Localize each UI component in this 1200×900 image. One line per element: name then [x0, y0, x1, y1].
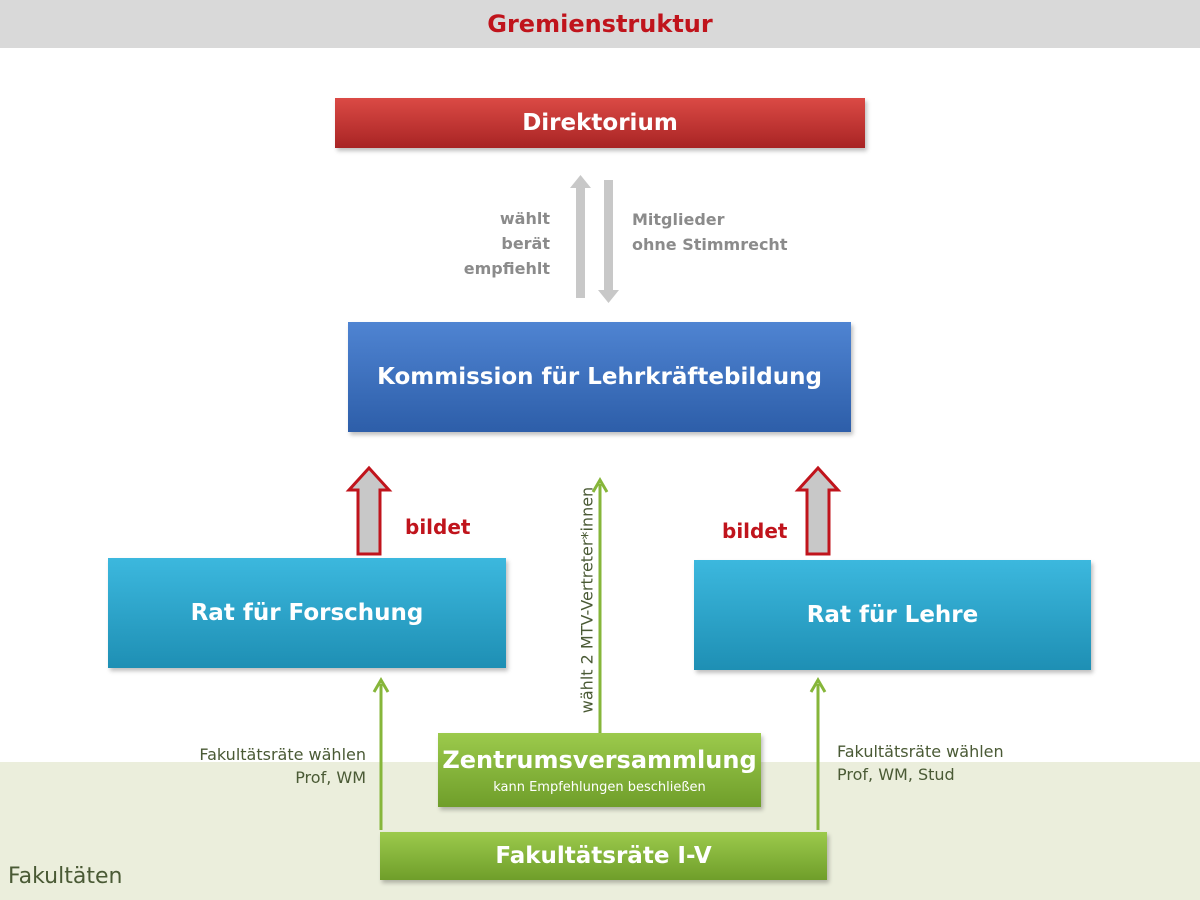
- label-mitglieder: Mitglieder: [632, 210, 725, 229]
- green-arrow-center: [591, 477, 609, 733]
- gray-down-arrow: [598, 180, 619, 303]
- label-empfiehlt: empfiehlt: [463, 259, 550, 278]
- vertical-mtv-label: wählt 2 MTV-Vertreter*innen: [577, 480, 597, 720]
- rat-forschung-box: Rat für Forschung: [108, 558, 506, 668]
- header-bar: Gremienstruktur: [0, 0, 1200, 48]
- fr-right-line2: Prof, WM, Stud: [837, 765, 955, 784]
- green-arrow-left: [372, 677, 390, 830]
- gray-up-arrow: [570, 175, 591, 298]
- bildet-label-left: bildet: [405, 515, 471, 539]
- bildet-arrow-left: [345, 465, 393, 556]
- zentrumsversammlung-box: Zentrumsversammlung kann Empfehlungen be…: [438, 733, 761, 807]
- kommission-label: Kommission für Lehrkräftebildung: [377, 364, 822, 390]
- fakultaetsraete-label: Fakultätsräte I-V: [495, 843, 712, 869]
- label-beraet: berät: [501, 234, 550, 253]
- fr-left-label: Fakultätsräte wählen Prof, WM: [199, 743, 366, 789]
- kommission-box: Kommission für Lehrkräftebildung: [348, 322, 851, 432]
- fr-left-line1: Fakultätsräte wählen: [199, 745, 366, 764]
- vertical-mtv-text: wählt 2 MTV-Vertreter*innen: [577, 486, 597, 714]
- left-gray-labels: wählt berät empfiehlt: [464, 206, 550, 281]
- right-gray-labels: Mitglieder ohne Stimmrecht: [632, 207, 787, 257]
- direktorium-label: Direktorium: [522, 110, 678, 136]
- fr-left-line2: Prof, WM: [295, 768, 366, 787]
- fakultaetsraete-box: Fakultätsräte I-V: [380, 832, 827, 880]
- rat-lehre-label: Rat für Lehre: [806, 602, 979, 628]
- bildet-arrow-right: [794, 465, 842, 556]
- rat-lehre-box: Rat für Lehre: [694, 560, 1091, 670]
- label-ohne-stimmrecht: ohne Stimmrecht: [632, 235, 788, 254]
- rat-forschung-label: Rat für Forschung: [190, 600, 424, 626]
- fr-right-label: Fakultätsräte wählen Prof, WM, Stud: [837, 740, 1004, 786]
- green-arrow-right: [809, 677, 827, 830]
- label-waehlt: wählt: [499, 209, 550, 228]
- zentrumsversammlung-label: Zentrumsversammlung: [442, 745, 757, 774]
- zentrumsversammlung-sublabel: kann Empfehlungen beschließen: [493, 779, 706, 795]
- bildet-label-right: bildet: [722, 519, 788, 543]
- fr-right-line1: Fakultätsräte wählen: [837, 742, 1004, 761]
- page-title: Gremienstruktur: [487, 10, 713, 38]
- direktorium-box: Direktorium: [335, 98, 865, 148]
- faculty-band-label: Fakultäten: [8, 864, 123, 889]
